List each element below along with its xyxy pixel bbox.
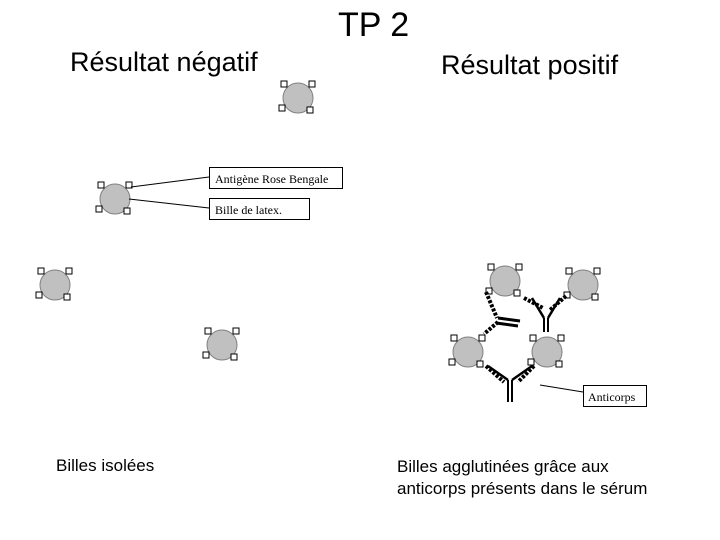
antigen-marker xyxy=(528,359,534,365)
antigen-marker xyxy=(592,294,598,300)
latex-bead xyxy=(279,81,315,113)
latex-bead xyxy=(203,328,239,360)
antigen-marker xyxy=(451,335,457,341)
antigen-marker xyxy=(64,294,70,300)
slide-title: TP 2 xyxy=(338,6,409,45)
positive-result-heading: Résultat positif xyxy=(441,50,618,81)
antigen-marker xyxy=(449,359,455,365)
antigen-marker xyxy=(309,81,315,87)
antigen-marker xyxy=(516,264,522,270)
antigen-marker xyxy=(233,328,239,334)
antigen-marker xyxy=(66,268,72,274)
antigen-marker xyxy=(203,352,209,358)
antibody-icon xyxy=(532,298,560,332)
antibody-arm-line xyxy=(496,323,518,326)
antigen-marker xyxy=(556,361,562,367)
antigen-marker xyxy=(514,290,520,296)
latex-bead xyxy=(36,268,72,300)
latex-bead xyxy=(96,182,132,214)
antigen-marker xyxy=(98,182,104,188)
antigen-marker xyxy=(281,81,287,87)
antigen-marker xyxy=(279,105,285,111)
antigen-callout-label: Antigène Rose Bengale xyxy=(209,167,343,189)
latex-bead xyxy=(564,268,600,300)
bead-leader-line xyxy=(129,199,209,208)
agglutinated-beads-caption: Billes agglutinées grâce aux anticorps p… xyxy=(397,456,647,500)
antigen-marker xyxy=(566,268,572,274)
antigen-marker xyxy=(530,335,536,341)
antigen-marker xyxy=(38,268,44,274)
latex-bead xyxy=(528,335,564,367)
positive-agglutinated-beads xyxy=(449,264,600,402)
antigen-marker xyxy=(307,107,313,113)
antigen-marker xyxy=(124,208,130,214)
antibody-arm-line xyxy=(498,318,520,321)
isolated-beads-caption: Billes isolées xyxy=(56,456,154,476)
latex-bead xyxy=(486,264,522,296)
antigen-marker xyxy=(205,328,211,334)
antibody-arm-line xyxy=(512,366,532,380)
antigen-marker xyxy=(477,361,483,367)
antibody-callout-label: Anticorps xyxy=(583,385,647,407)
antigen-marker xyxy=(96,206,102,212)
antigen-marker xyxy=(231,354,237,360)
negative-result-heading: Résultat négatif xyxy=(70,47,258,78)
latex-bead-callout-label: Bille de latex. xyxy=(209,198,310,220)
antigen-marker xyxy=(479,335,485,341)
antibody-leader-line xyxy=(540,385,583,392)
antibody-arm-chain xyxy=(486,292,497,318)
antigen-marker xyxy=(558,335,564,341)
antigen-leader-line xyxy=(131,177,209,187)
antigen-marker xyxy=(488,264,494,270)
latex-bead xyxy=(449,335,485,367)
antigen-marker xyxy=(36,292,42,298)
antigen-marker xyxy=(594,268,600,274)
